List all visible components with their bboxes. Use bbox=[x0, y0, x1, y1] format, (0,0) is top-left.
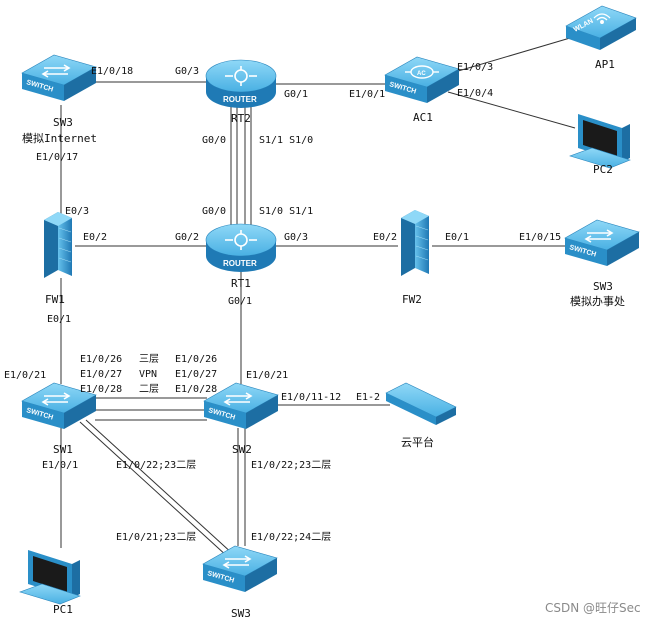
port-label: E1/0/26 bbox=[175, 354, 217, 365]
device-caption-sw3-top: 模拟Internet bbox=[22, 131, 97, 145]
port-label: G0/1 bbox=[284, 89, 308, 100]
port-label: E1/0/27 bbox=[175, 369, 217, 380]
router-rt1[interactable]: ROUTER bbox=[205, 223, 277, 272]
device-name-sw2: SW2 bbox=[232, 443, 252, 456]
port-label: E0/2 bbox=[83, 232, 107, 243]
device-name-ap1: AP1 bbox=[595, 58, 615, 71]
port-label: G0/3 bbox=[175, 66, 199, 77]
device-caption-sw3-right: 模拟办事处 bbox=[570, 294, 625, 308]
switch-ac1[interactable]: AC SWITCH bbox=[384, 56, 460, 103]
port-label: E0/1 bbox=[445, 232, 469, 243]
port-label: E1/0/4 bbox=[457, 88, 493, 99]
port-label: E1/0/15 bbox=[519, 232, 561, 243]
device-name-pc2: PC2 bbox=[593, 163, 613, 176]
port-label: S1/1 S1/0 bbox=[259, 135, 313, 146]
port-label: E1/0/1 bbox=[349, 89, 385, 100]
link-ac1-pc2 bbox=[447, 91, 576, 129]
port-label: E1/0/17 bbox=[36, 152, 78, 163]
watermark: CSDN @旺仔Sec bbox=[545, 601, 641, 615]
port-label: E1/0/21;23二层 bbox=[116, 531, 196, 543]
port-label: G0/2 bbox=[175, 232, 199, 243]
firewall-fw2[interactable] bbox=[401, 210, 429, 276]
port-label: G0/1 bbox=[228, 296, 252, 307]
device-name-rt1: RT1 bbox=[231, 277, 251, 290]
port-labels: E1/0/18 G0/3 G0/1 E1/0/1 E1/0/3 E1/0/4 E… bbox=[4, 62, 561, 543]
wifi-icon bbox=[593, 13, 611, 24]
device-name-sw3-bottom: SW3 bbox=[231, 607, 251, 620]
brick-pattern-icon bbox=[58, 227, 72, 263]
port-label: E1-2 bbox=[356, 392, 380, 403]
port-label: E1/0/3 bbox=[457, 62, 493, 73]
device-name-sw3-right: SW3 bbox=[593, 280, 613, 293]
port-label: E1/0/22;24二层 bbox=[251, 531, 331, 543]
port-label: E1/0/27 bbox=[80, 369, 122, 380]
port-label: G0/0 bbox=[202, 135, 226, 146]
link-type-label: VPN bbox=[139, 369, 157, 380]
port-label: E1/0/11-12 bbox=[281, 392, 341, 403]
switch-sw3-internet[interactable]: SWITCH bbox=[21, 54, 97, 101]
device-name-fw1: FW1 bbox=[45, 293, 65, 306]
switch-arrows-icon bbox=[41, 392, 71, 406]
link-ac1-ap1 bbox=[447, 37, 571, 75]
link-sw1-sw3b-a bbox=[79, 421, 229, 558]
switch-arrows-icon bbox=[222, 555, 252, 569]
switch-sw1[interactable]: SWITCH bbox=[21, 382, 97, 429]
port-label: G0/0 bbox=[202, 206, 226, 217]
svg-text:AC: AC bbox=[417, 71, 426, 77]
device-name-cloud: 云平台 bbox=[401, 435, 434, 449]
port-label: E1/0/1 bbox=[42, 460, 78, 471]
firewall-fw1[interactable] bbox=[44, 212, 72, 278]
device-names: SW3 模拟Internet RT2 AC1 AP1 PC2 FW1 RT1 F… bbox=[22, 58, 625, 620]
port-label: E1/0/28 bbox=[175, 384, 217, 395]
access-point-ap1[interactable]: WLAN bbox=[565, 5, 637, 50]
port-label: E0/2 bbox=[373, 232, 397, 243]
pc-pc2[interactable] bbox=[569, 114, 631, 169]
switch-sw3-access[interactable]: SWITCH bbox=[202, 545, 278, 592]
port-label: E1/0/18 bbox=[91, 66, 133, 77]
device-name-ac1: AC1 bbox=[413, 111, 433, 124]
switch-sw3-office[interactable]: SWITCH bbox=[564, 219, 640, 266]
switch-sw2[interactable]: SWITCH bbox=[203, 382, 279, 429]
router-label: ROUTER bbox=[223, 95, 257, 104]
brick-pattern-icon bbox=[415, 225, 429, 261]
ac-controller-icon bbox=[405, 65, 439, 79]
link-sw1-sw3b-b bbox=[85, 419, 235, 556]
port-label: E0/3 bbox=[65, 206, 89, 217]
port-label: E1/0/26 bbox=[80, 354, 122, 365]
router-arrows-icon bbox=[225, 230, 257, 250]
port-label: E1/0/28 bbox=[80, 384, 122, 395]
device-name-fw2: FW2 bbox=[402, 293, 422, 306]
port-label: E0/1 bbox=[47, 314, 71, 325]
link-type-label: 三层 bbox=[139, 353, 159, 365]
port-label: E1/0/21 bbox=[4, 370, 46, 381]
cloud-platform-server[interactable] bbox=[385, 382, 457, 425]
device-name-sw3-top: SW3 bbox=[53, 116, 73, 129]
router-rt2[interactable]: ROUTER bbox=[205, 59, 277, 108]
port-label: G0/3 bbox=[284, 232, 308, 243]
switch-arrows-icon bbox=[41, 64, 71, 78]
port-label: E1/0/22;23二层 bbox=[116, 459, 196, 471]
pc-pc1[interactable] bbox=[19, 550, 81, 605]
port-label: S1/0 S1/1 bbox=[259, 206, 313, 217]
links bbox=[60, 37, 576, 558]
device-name-pc1: PC1 bbox=[53, 603, 73, 616]
device-name-rt2: RT2 bbox=[231, 112, 251, 125]
switch-arrows-icon bbox=[584, 229, 614, 243]
port-label: E1/0/22;23二层 bbox=[251, 459, 331, 471]
port-label: E1/0/21 bbox=[246, 370, 288, 381]
switch-arrows-icon bbox=[223, 392, 253, 406]
router-arrows-icon bbox=[225, 66, 257, 86]
device-name-sw1: SW1 bbox=[53, 443, 73, 456]
link-type-label: 二层 bbox=[139, 383, 159, 395]
router-label: ROUTER bbox=[223, 259, 257, 268]
